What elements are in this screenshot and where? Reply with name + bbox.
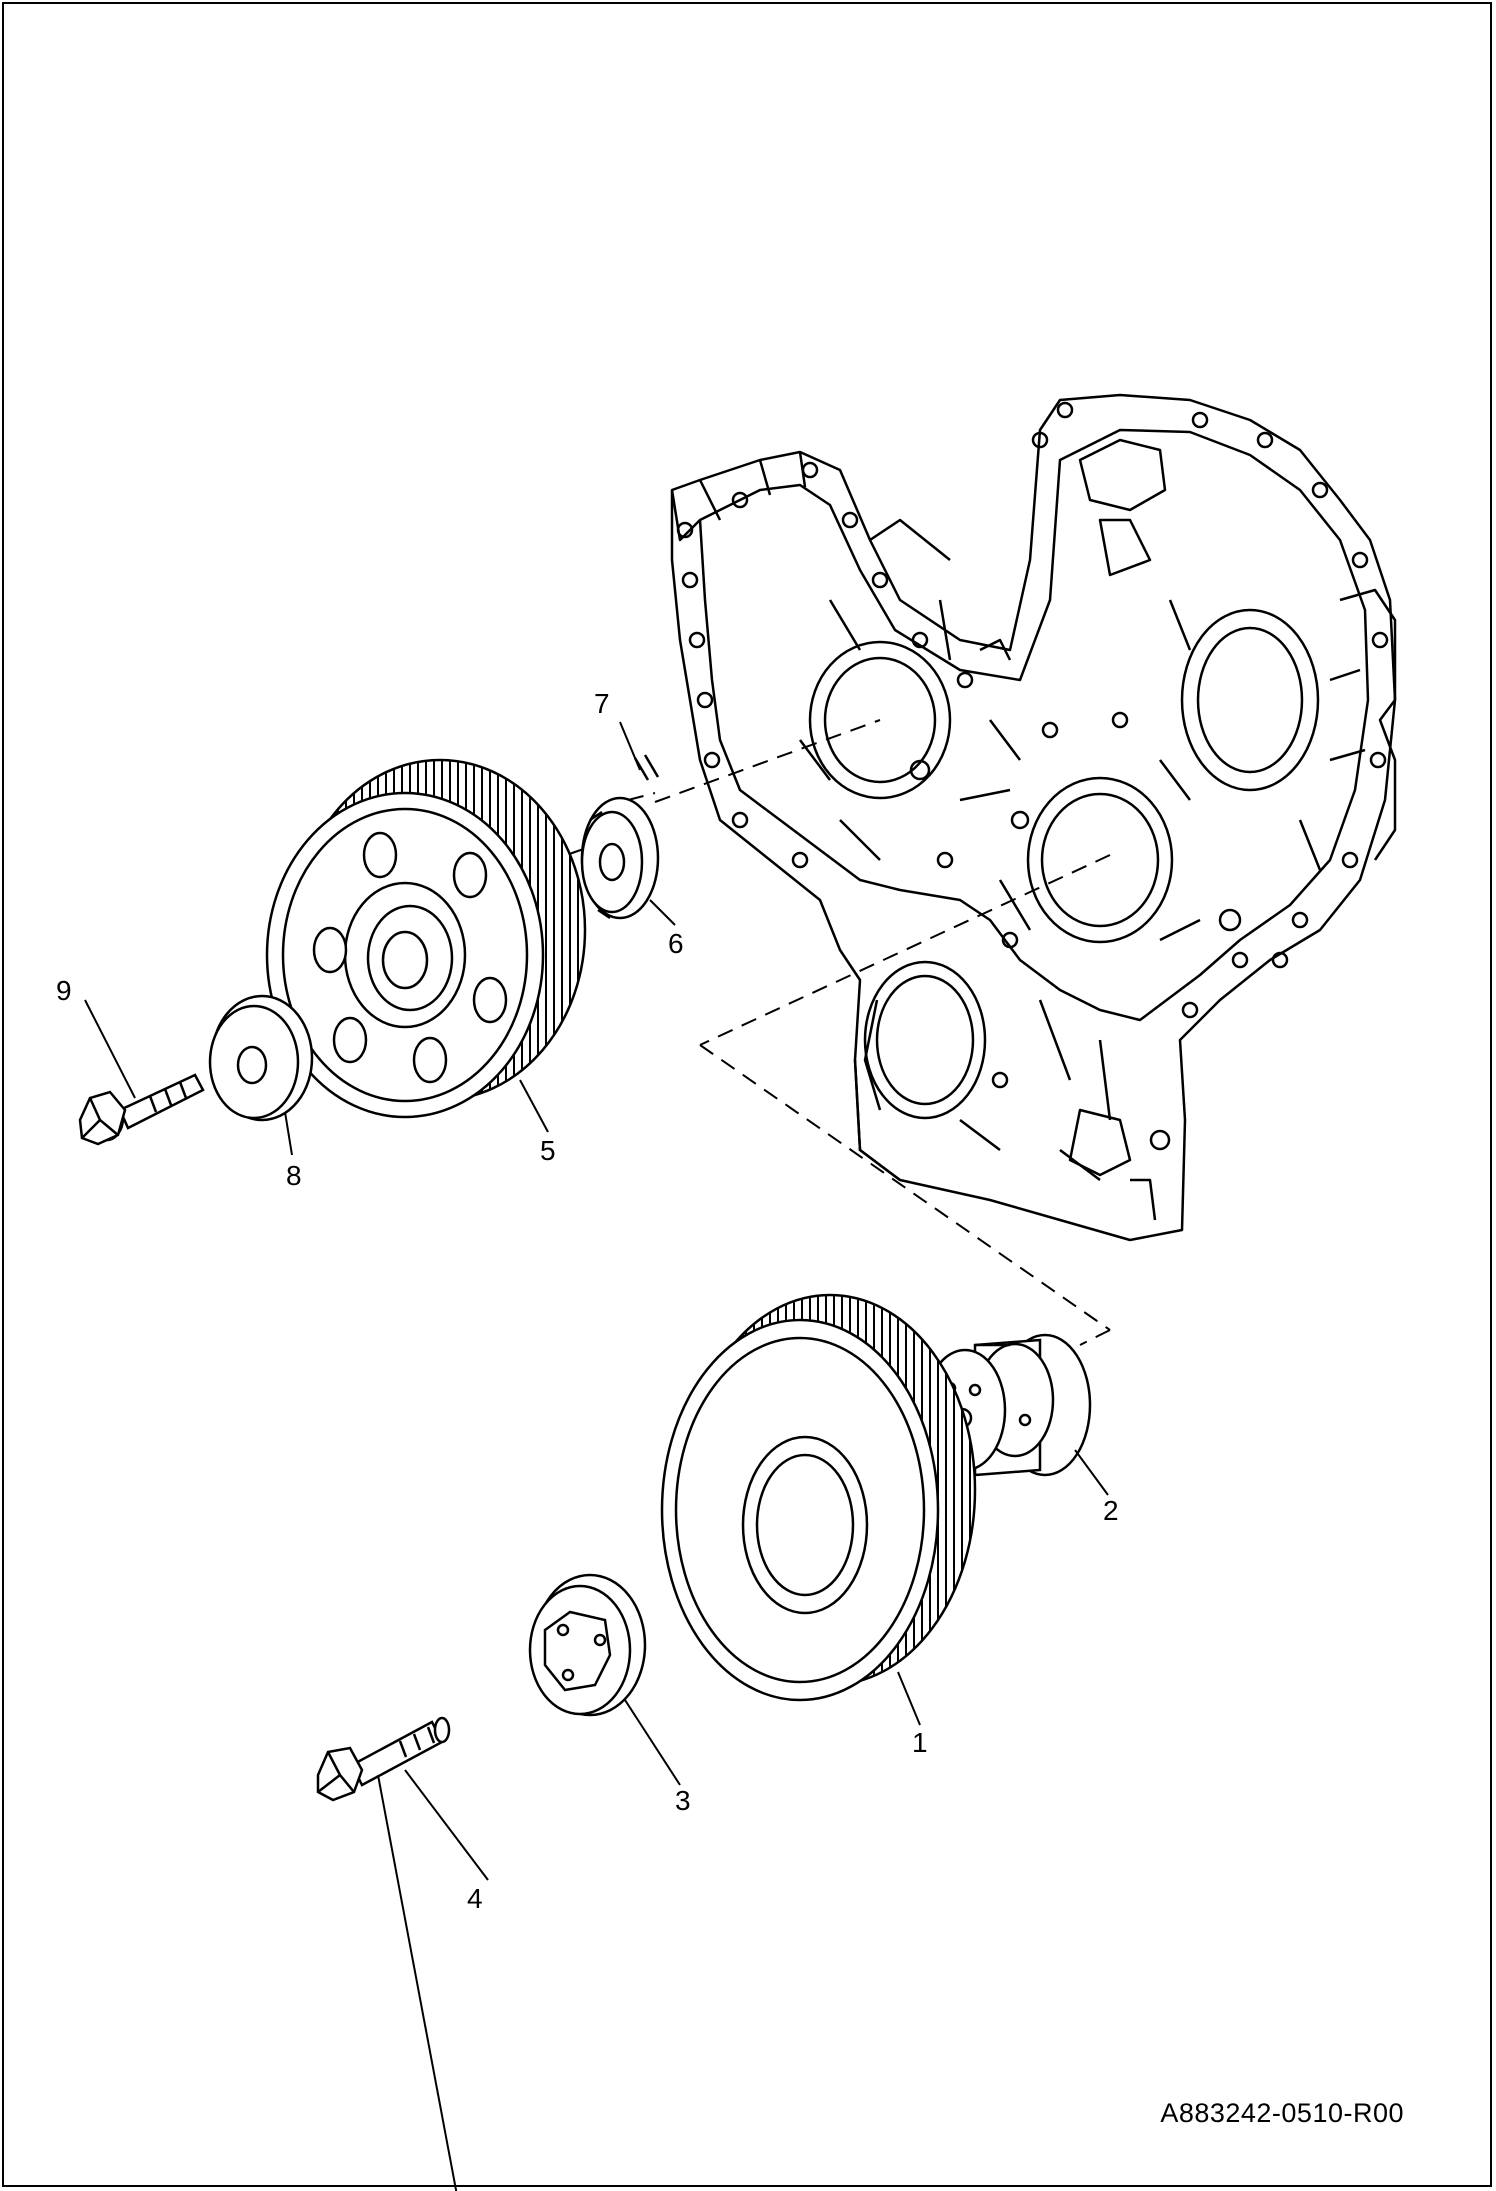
idler-gear-5 xyxy=(265,758,587,1119)
callout-1: 1 xyxy=(912,1727,928,1758)
gear-case-housing xyxy=(670,393,1397,1242)
thrust-plate-3 xyxy=(528,1573,647,1717)
bolt-4 xyxy=(316,1716,451,1802)
stud-7-marks xyxy=(633,754,660,781)
bolt-9 xyxy=(78,1073,205,1146)
callout-7: 7 xyxy=(594,688,610,719)
callout-2: 2 xyxy=(1103,1495,1119,1526)
callout-9: 9 xyxy=(56,975,72,1006)
idler-gear-1 xyxy=(660,1293,977,1702)
callout-8: 8 xyxy=(286,1160,302,1191)
assembly-leader-lines xyxy=(627,719,1111,1346)
callout-5: 5 xyxy=(540,1135,556,1166)
callout-3: 3 xyxy=(675,1785,691,1816)
washer-8 xyxy=(208,994,314,1122)
callout-6: 6 xyxy=(668,928,684,959)
callout-4: 4 xyxy=(467,1883,483,1914)
thrust-plate-6 xyxy=(580,796,660,920)
callout-leaders xyxy=(84,721,1109,2191)
document-id: A883242-0510-R00 xyxy=(1160,2098,1404,2128)
